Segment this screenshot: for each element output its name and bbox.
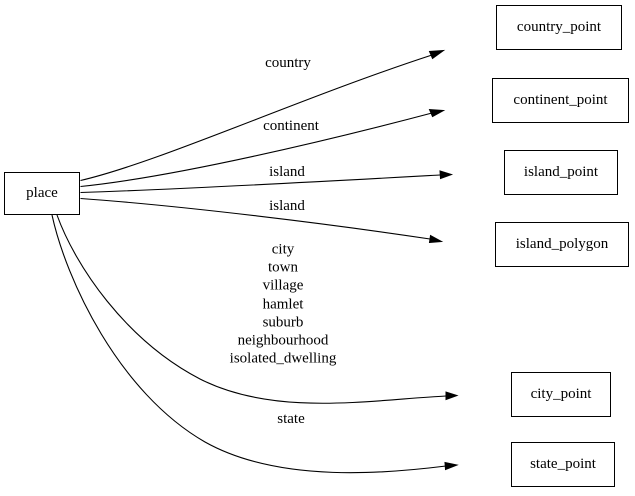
arrowhead-country	[428, 49, 446, 60]
arrowhead-island-polygon	[428, 234, 444, 244]
arrowhead-city	[445, 391, 459, 401]
edge-label-city-group: city town village hamlet suburb neighbou…	[229, 241, 337, 367]
edge-path-island-point	[80, 174, 441, 194]
arrowhead-island-point	[439, 170, 454, 180]
edge-label-continent: continent	[263, 117, 319, 134]
edge-label-island-polygon: island	[269, 197, 305, 214]
node-island-point[interactable]: island_point	[504, 150, 618, 195]
edge-path-city	[56, 214, 447, 404]
edge-path-country	[80, 54, 433, 182]
node-label-continent-point: continent_point	[513, 92, 608, 108]
node-city-point[interactable]: city_point	[511, 372, 611, 417]
edge-place-to-continent-point	[80, 108, 446, 188]
node-label-island-point: island_point	[523, 164, 599, 180]
edge-path-continent	[80, 112, 433, 188]
edge-path-island-polygon	[80, 197, 431, 240]
node-place[interactable]: place	[4, 172, 80, 215]
arrowhead-state	[444, 461, 459, 471]
edge-path-state	[51, 214, 447, 474]
node-label-city-point: city_point	[530, 386, 592, 402]
node-country-point[interactable]: country_point	[496, 5, 622, 50]
edge-label-state: state	[277, 410, 305, 427]
node-state-point[interactable]: state_point	[511, 442, 615, 487]
node-label-place: place	[26, 185, 58, 201]
node-continent-point[interactable]: continent_point	[492, 78, 629, 123]
edge-place-to-island-point	[80, 170, 454, 194]
node-label-country-point: country_point	[516, 19, 602, 35]
node-label-island-polygon: island_polygon	[515, 236, 609, 252]
node-island-polygon[interactable]: island_polygon	[495, 222, 629, 267]
edge-label-country: country	[265, 54, 311, 71]
edge-label-island-point: island	[269, 163, 305, 180]
edge-place-to-state-point	[51, 214, 459, 474]
edge-place-to-country-point	[80, 49, 446, 182]
arrowhead-continent	[428, 108, 446, 118]
node-label-state-point: state_point	[530, 456, 596, 472]
edge-place-to-island-polygon	[80, 197, 444, 244]
edge-place-to-city-point	[56, 214, 459, 404]
